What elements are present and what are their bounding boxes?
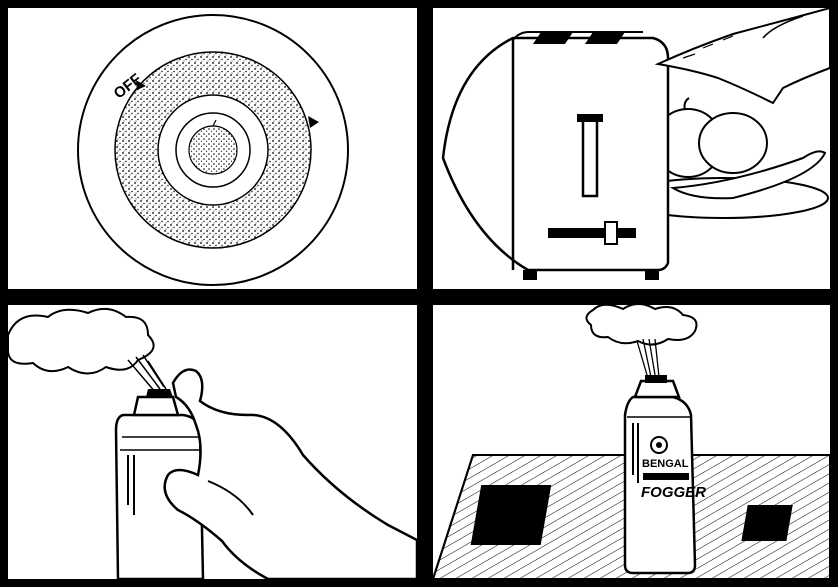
panel-timer-dial: OFF: [0, 0, 425, 297]
brand-name: BENGAL: [642, 458, 689, 470]
panel-spray-can: [0, 297, 425, 587]
product-name: FOGGER: [641, 484, 706, 501]
toaster-lever: [583, 116, 597, 196]
toaster-illustration: [433, 8, 830, 289]
panel-toaster: [425, 0, 838, 297]
fog-cloud: [586, 305, 696, 345]
panel-fogger: BENGAL FOGGER: [425, 297, 838, 587]
timer-dial-illustration: OFF: [8, 8, 417, 289]
browning-slider: [548, 228, 636, 238]
hand-with-cloth: [658, 8, 830, 103]
fogger-illustration: BENGAL FOGGER: [433, 305, 830, 579]
spray-can-illustration: [8, 305, 417, 579]
orange: [699, 113, 767, 173]
floor-tile: [471, 485, 552, 545]
floor-tile: [741, 505, 792, 541]
